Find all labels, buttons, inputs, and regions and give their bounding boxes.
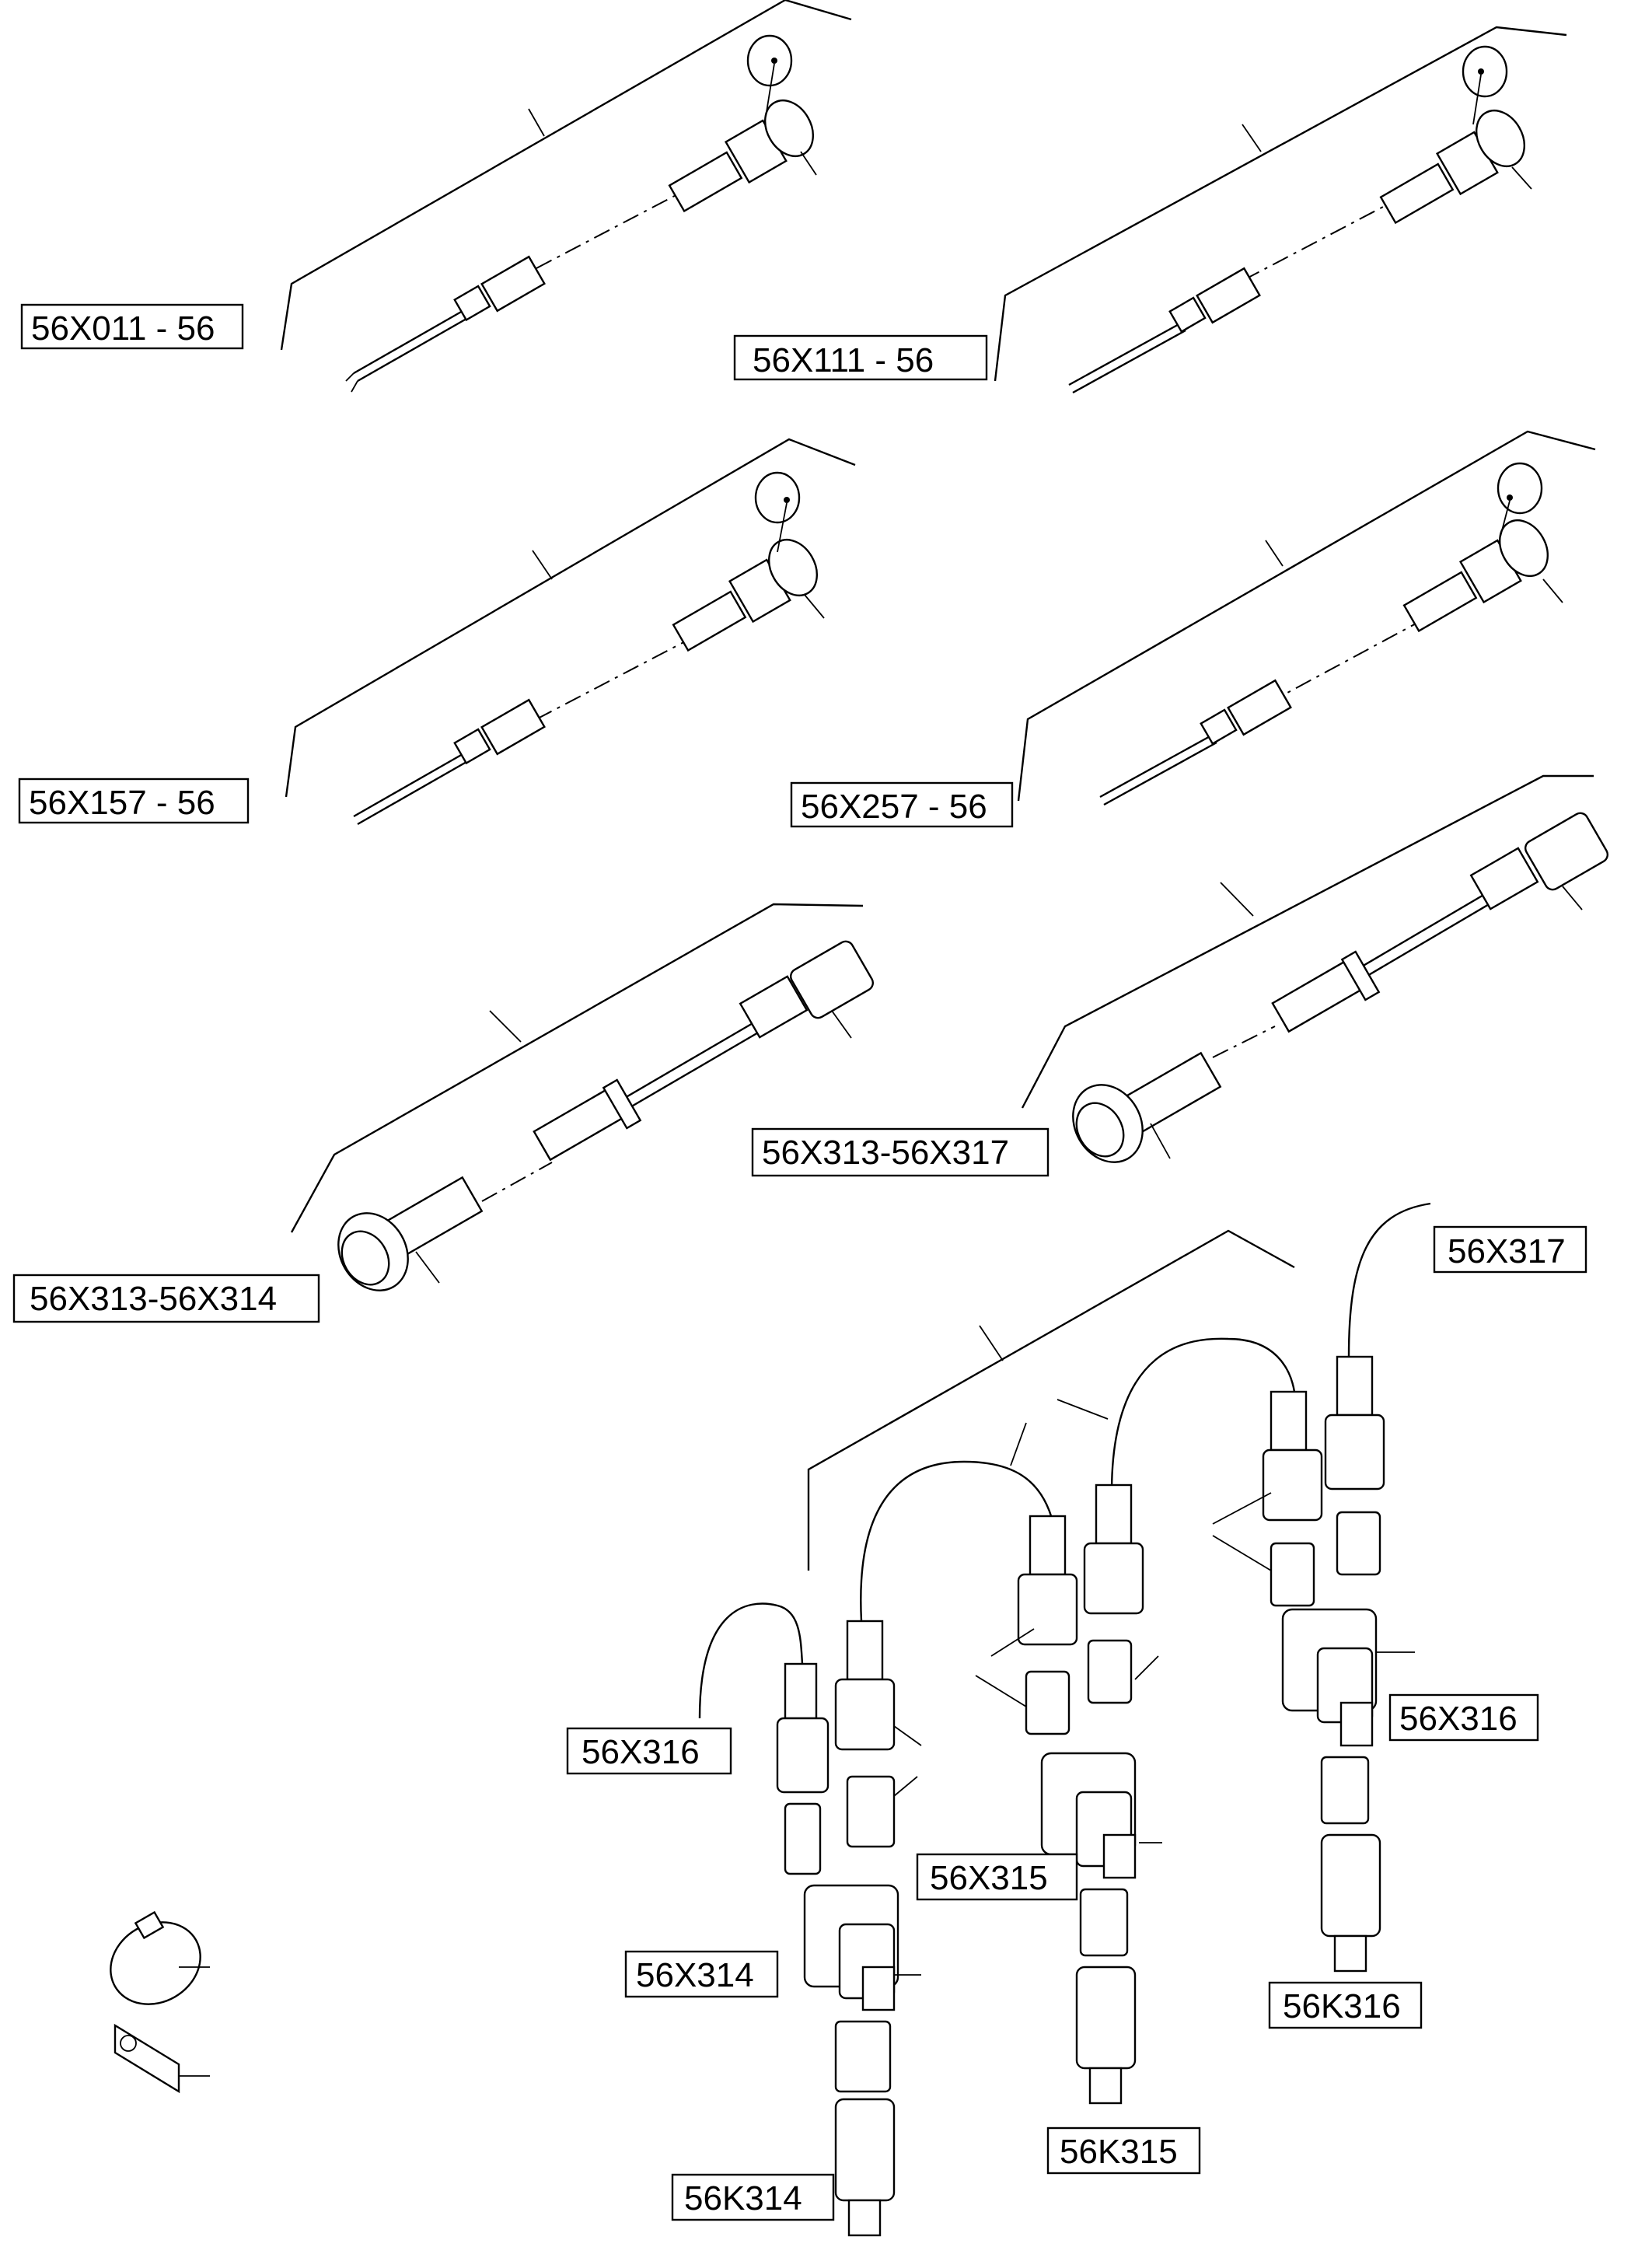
- svg-text:56X313-56X314: 56X313-56X314: [30, 1280, 277, 1318]
- label-56x315: 56X315: [916, 1853, 1078, 1901]
- cap-icon: [1462, 45, 1508, 125]
- assembly-56x257: [1017, 430, 1596, 806]
- connector-icon: [1469, 812, 1609, 910]
- label-56k315: 56K315: [1046, 2126, 1201, 2175]
- wire-icon: [698, 1202, 1431, 1719]
- connector-icon: [834, 2020, 896, 2237]
- label-plate-icon: [114, 2023, 210, 2094]
- wire-icon: [1099, 733, 1217, 806]
- label-56x313-56x317: 56X313-56X317: [751, 1127, 1050, 1177]
- connector-icon: [1271, 950, 1381, 1033]
- connector-icon: [784, 1775, 896, 1875]
- harness-assembly: [698, 1202, 1431, 2237]
- cap-icon: [1497, 462, 1543, 537]
- wire-icon: [1352, 893, 1491, 983]
- label-56x111-56: 56X111 - 56: [733, 334, 988, 381]
- label-56x257-56: 56X257 - 56: [790, 781, 1014, 828]
- label-56x157-56: 56X157 - 56: [18, 778, 250, 824]
- connector-icon: [1262, 1355, 1385, 1522]
- connector-icon: [668, 100, 815, 213]
- connector-icon: [1402, 519, 1549, 633]
- connector-icon: [453, 698, 546, 765]
- wire-icon: [613, 1021, 760, 1115]
- svg-text:56X257 - 56: 56X257 - 56: [801, 788, 987, 826]
- connector-icon: [1075, 1888, 1137, 2105]
- svg-text:56X317: 56X317: [1448, 1232, 1566, 1270]
- svg-text:56X316: 56X316: [1399, 1700, 1518, 1738]
- svg-text:56X316: 56X316: [582, 1733, 700, 1771]
- assembly-56x111: [994, 26, 1567, 394]
- connector-icon: [776, 1620, 896, 1794]
- connector-icon: [739, 940, 875, 1039]
- label-56x317: 56X317: [1433, 1225, 1587, 1274]
- assembly-56x313-56x317: [1021, 774, 1609, 1163]
- plug-housing-icon: [337, 1176, 484, 1291]
- cap-icon: [754, 471, 801, 553]
- connector-icon: [672, 539, 819, 652]
- assembly-56x313-56x314: [290, 903, 875, 1291]
- plug-housing-icon: [1040, 1752, 1137, 1879]
- svg-text:56K315: 56K315: [1060, 2133, 1178, 2171]
- svg-text:56X315: 56X315: [930, 1859, 1048, 1897]
- connector-icon: [1017, 1483, 1144, 1646]
- cable-tie-icon: [110, 1910, 210, 2005]
- connector-icon: [1320, 1756, 1381, 1973]
- svg-text:56X313-56X317: 56X313-56X317: [762, 1134, 1009, 1172]
- svg-text:56K314: 56K314: [684, 2179, 802, 2217]
- label-56x314: 56X314: [624, 1950, 779, 1998]
- connector-icon: [1200, 679, 1292, 746]
- wire-icon: [1068, 321, 1186, 394]
- label-56x316-right: 56X316: [1388, 1693, 1539, 1742]
- plug-housing-icon: [1072, 1051, 1222, 1163]
- connector-icon: [533, 1078, 642, 1162]
- label-56k316: 56K316: [1268, 1981, 1423, 2029]
- connector-icon: [1379, 110, 1526, 225]
- plug-housing-icon: [1281, 1608, 1378, 1747]
- plug-housing-icon: [803, 1884, 899, 2011]
- svg-text:56X314: 56X314: [636, 1956, 754, 1994]
- wire-icon: [345, 309, 467, 393]
- cap-icon: [746, 34, 793, 117]
- svg-text:56X011 - 56: 56X011 - 56: [31, 309, 215, 348]
- svg-text:56X111 - 56: 56X111 - 56: [753, 341, 934, 379]
- label-56x011-56: 56X011 - 56: [20, 303, 244, 350]
- label-56x313-56x314: 56X313-56X314: [12, 1274, 320, 1323]
- assembly-56x157: [285, 438, 856, 826]
- connector-icon: [1168, 267, 1261, 334]
- connector-icon: [1270, 1511, 1381, 1607]
- assembly-56x011: [280, 0, 852, 393]
- wire-icon: [353, 753, 467, 826]
- svg-text:56X157 - 56: 56X157 - 56: [29, 784, 215, 822]
- label-56k314: 56K314: [671, 2173, 835, 2221]
- svg-text:56K316: 56K316: [1283, 1987, 1401, 2025]
- connector-icon: [1025, 1639, 1133, 1735]
- connector-icon: [453, 255, 546, 322]
- label-56x316-left: 56X316: [566, 1727, 732, 1775]
